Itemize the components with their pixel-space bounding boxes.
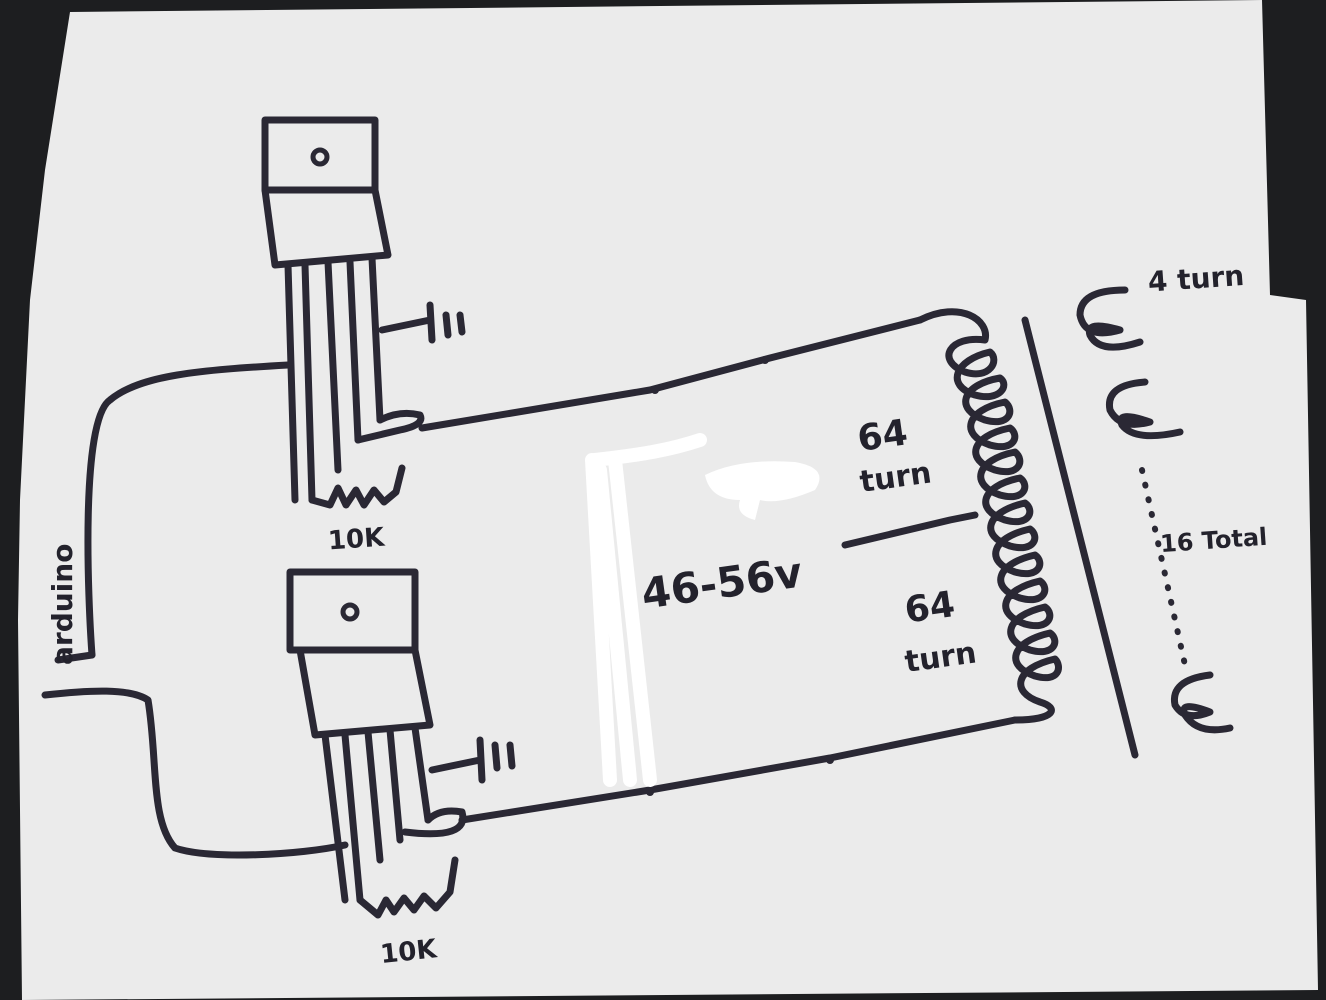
primary-lower-turns-num: 64 [902, 584, 957, 632]
primary-coil [916, 308, 1062, 724]
transformer-core-line [1021, 316, 1139, 759]
mosfet-top-legs [284, 254, 384, 504]
mosfet-bottom [286, 568, 516, 904]
mosfet-top-hole [310, 147, 330, 167]
mosfet-top [261, 116, 466, 504]
junction-dot [826, 756, 834, 764]
mosfet-bottom-body [296, 646, 434, 739]
secondary-coil [1105, 378, 1184, 440]
mosfet-top-body [261, 186, 392, 269]
secondary-coil [1076, 286, 1144, 351]
junction-dot [761, 356, 769, 364]
center-tap-wire [841, 511, 979, 549]
secondary-ellipsis [1139, 467, 1188, 668]
arduino-wire-bottom [41, 687, 349, 859]
primary-upper-turns-num: 64 [855, 412, 910, 460]
mosfet-top-tab [261, 116, 379, 194]
resistor-top-label: 10K [327, 523, 386, 557]
junction-dot [646, 788, 654, 796]
secondary-coil [1170, 671, 1234, 734]
junction-dot [651, 386, 659, 394]
resistor-bottom [356, 856, 459, 919]
mosfet-bottom-drain-loop [401, 807, 467, 838]
drain-wire-bottom [458, 716, 1019, 824]
arduino-bracket [54, 651, 96, 664]
mosfet-bottom-ground-icon [428, 736, 516, 784]
correction-mark [705, 461, 820, 520]
arduino-label: arduino [46, 544, 79, 665]
mosfet-top-ground-icon [378, 301, 466, 344]
secondary-turns-label: 4 turn [1147, 259, 1245, 299]
drain-wire-top [418, 316, 924, 432]
paper-sheet [18, 0, 1318, 1000]
arduino-wire-top [84, 361, 292, 659]
resistor-bottom-label: 10K [379, 934, 439, 970]
mosfet-top-drain-loop [354, 409, 425, 444]
secondary-coils [1076, 286, 1234, 734]
mosfet-bottom-hole [340, 602, 360, 622]
correction-mark [585, 433, 707, 787]
mosfet-bottom-legs [321, 724, 432, 904]
mosfet-bottom-tab [286, 568, 419, 654]
resistor-top [308, 464, 406, 509]
